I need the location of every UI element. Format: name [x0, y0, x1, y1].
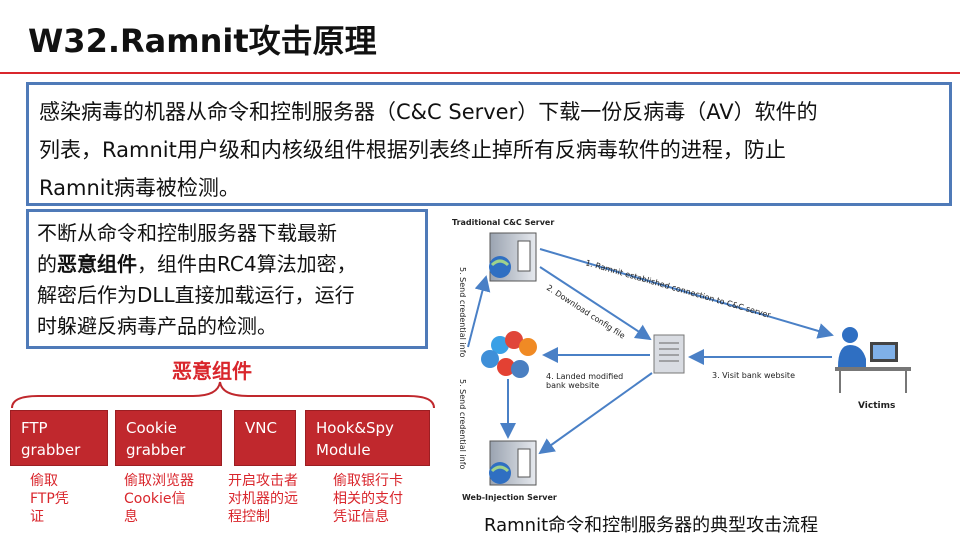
arrow-5-label-top: 5. Send credential info: [458, 267, 467, 358]
download-line-2-post: ，组件由RC4算法加密，: [137, 252, 357, 276]
component-cookie-grabber: Cookie grabber: [115, 410, 222, 466]
component-cookie-desc: 偷取浏览器 Cookie信 息: [124, 472, 194, 526]
diagram-caption: Ramnit命令和控制服务器的典型攻击流程: [484, 515, 819, 536]
arrow-send-credentials-up: [467, 275, 491, 348]
download-text-box: 不断从命令和控制服务器下载最新 的恶意组件，组件由RC4算法加密， 解密后作为D…: [26, 209, 428, 349]
cc-server-label: Traditional C&C Server: [452, 218, 554, 227]
arrow-4-label-b: bank website: [546, 381, 599, 390]
page-title: W32.Ramnit攻击原理: [28, 22, 377, 60]
arrow-4-label-a: 4. Landed modified: [546, 372, 623, 381]
component-ftp-grabber: FTP grabber: [10, 410, 108, 466]
download-line-1: 不断从命令和控制服务器下载最新: [37, 221, 337, 245]
component-cookie-line-2: grabber: [126, 441, 186, 459]
component-ftp-line-1: FTP: [21, 419, 48, 437]
vnc-desc-3: 程控制: [228, 509, 270, 525]
cookie-desc-2: Cookie信: [124, 491, 186, 507]
intro-text-box: 感染病毒的机器从命令和控制服务器（C&C Server）下载一份反病毒（AV）软…: [26, 82, 952, 206]
download-line-3: 解密后作为DLL直接加载运行，运行: [37, 283, 355, 307]
vnc-desc-1: 开启攻击者: [228, 473, 298, 489]
cc-server-icon: [489, 232, 537, 282]
hook-desc-2: 相关的支付: [333, 491, 403, 507]
victim-user-icon: [835, 327, 911, 393]
arrow-diagonal-inject: [538, 372, 653, 455]
browser-icons: [481, 331, 537, 378]
cookie-desc-1: 偷取浏览器: [124, 473, 194, 489]
arrow-5-label-bottom: 5. Send credential info: [458, 379, 467, 470]
hook-desc-3: 凭证信息: [333, 509, 389, 525]
arrow-2-label: 2. Download config file: [545, 283, 627, 341]
web-injection-server-label: Web-Injection Server: [462, 493, 557, 502]
component-vnc-desc: 开启攻击者 对机器的远 程控制: [228, 472, 298, 526]
component-hook-line-1: Hook&Spy: [316, 419, 394, 437]
component-vnc: VNC: [234, 410, 296, 466]
title-divider: [0, 72, 960, 74]
cookie-desc-3: 息: [124, 509, 138, 525]
component-hook-spy-module: Hook&Spy Module: [305, 410, 430, 466]
ftp-desc-1: 偷取: [30, 473, 58, 489]
components-bracket: [11, 381, 435, 409]
component-cookie-line-1: Cookie: [126, 419, 177, 437]
arrow-3-label: 3. Visit bank website: [712, 371, 795, 380]
intro-line-3: Ramnit病毒被检测。: [39, 176, 240, 200]
arrow-1-label: 1. Ramnit established connection to C&C …: [584, 258, 772, 320]
component-ftp-line-2: grabber: [21, 441, 81, 459]
download-line-2-pre: 的: [37, 252, 57, 276]
web-injection-server-icon: [489, 440, 537, 486]
component-vnc-line-1: VNC: [245, 419, 277, 437]
victims-label: Victims: [858, 401, 895, 411]
download-line-2: 的恶意组件，组件由RC4算法加密，: [37, 249, 417, 280]
arrow-connect-cc: [539, 248, 834, 339]
component-hook-desc: 偷取银行卡 相关的支付 凭证信息: [333, 472, 403, 526]
malicious-component-term: 恶意组件: [57, 252, 137, 276]
intro-line-2: 列表，Ramnit用户级和内核级组件根据列表终止掉所有反病毒软件的进程，防止: [39, 138, 786, 162]
component-ftp-desc: 偷取 FTP凭 证: [30, 472, 69, 526]
download-line-4: 时躲避反病毒产品的检测。: [37, 314, 277, 338]
vnc-desc-2: 对机器的远: [228, 491, 298, 507]
ftp-desc-3: 证: [30, 509, 44, 525]
hook-desc-1: 偷取银行卡: [333, 473, 403, 489]
attack-flow-diagram: Traditional C&C Server Web-Injection Ser…: [452, 218, 911, 502]
ftp-desc-2: FTP凭: [30, 491, 69, 507]
malicious-components-heading: 恶意组件: [172, 359, 252, 383]
component-hook-line-2: Module: [316, 441, 371, 459]
config-file-icon: [653, 334, 685, 374]
intro-line-1: 感染病毒的机器从命令和控制服务器（C&C Server）下载一份反病毒（AV）软…: [39, 100, 818, 124]
arrow-download-config: [539, 266, 652, 341]
